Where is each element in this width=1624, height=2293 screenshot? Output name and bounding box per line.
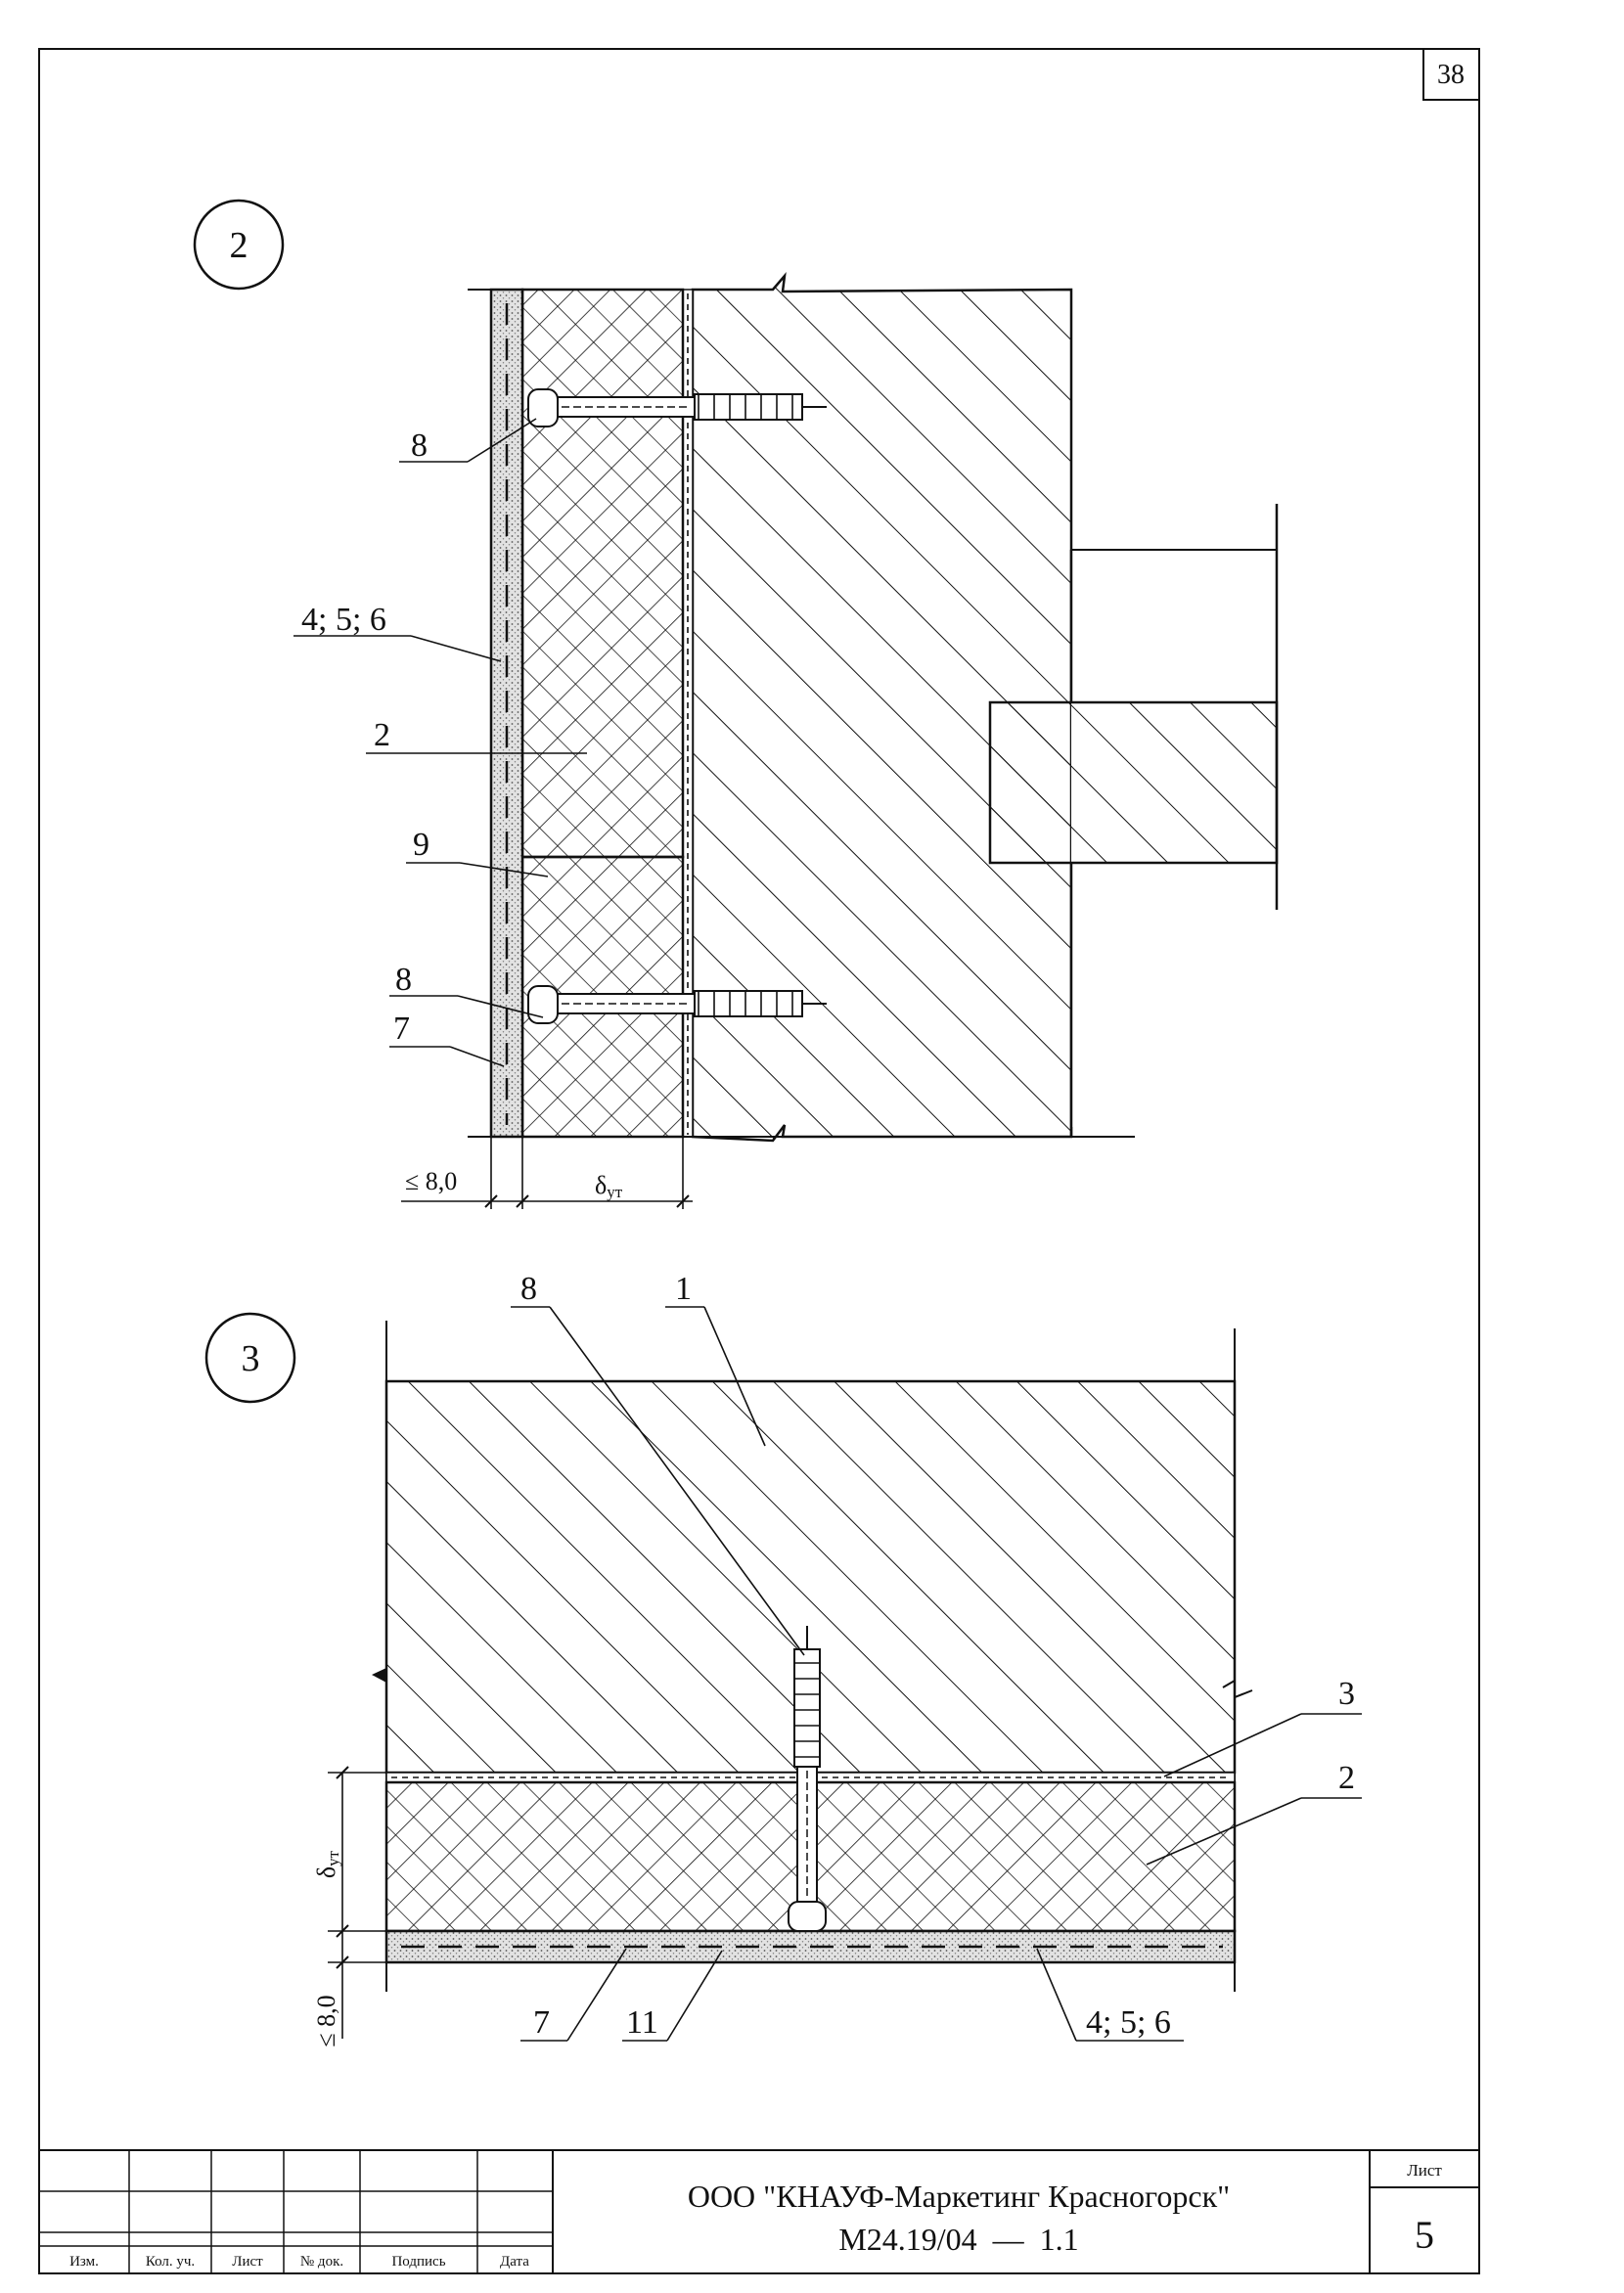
svg-text:3: 3: [1338, 1676, 1355, 1712]
svg-text:4; 5; 6: 4; 5; 6: [1086, 2004, 1171, 2041]
col-izm: Изм.: [69, 2254, 99, 2270]
sheet-value: 5: [1415, 2213, 1434, 2257]
dimension-insulation-thickness-3: δут: [312, 1850, 342, 1878]
callout-3-3: 3: [1163, 1676, 1362, 1777]
svg-text:7: 7: [393, 1011, 410, 1047]
svg-text:8: 8: [520, 1271, 537, 1307]
svg-text:11: 11: [626, 2004, 658, 2041]
col-podpis: Подпись: [391, 2254, 445, 2270]
svg-text:8: 8: [395, 962, 412, 998]
svg-text:8: 8: [411, 427, 428, 464]
title-block: Изм. Кол. уч. Лист № док. Подпись Дата О…: [39, 2149, 1479, 2273]
svg-text:2: 2: [1338, 1760, 1355, 1796]
callout-3-1: 1: [665, 1271, 766, 1447]
callout-2-8-top: 8: [399, 418, 537, 464]
callout-2-7: 7: [389, 1011, 505, 1067]
svg-text:2: 2: [374, 717, 390, 753]
svg-text:7: 7: [533, 2004, 550, 2041]
anchor-dowel-bottom: [527, 985, 827, 1024]
detail-3-marker-circle: [204, 1312, 296, 1404]
floor-slab: [988, 700, 1279, 865]
sheet-number-box: 38: [1422, 48, 1480, 101]
callout-3-2: 2: [1146, 1760, 1362, 1866]
detail-3-marker: 3: [242, 1338, 260, 1379]
anchor-dowel-top: [527, 388, 827, 427]
detail-3: 3 8: [204, 1271, 1362, 2047]
svg-text:9: 9: [413, 827, 429, 863]
dimension-detail-3: δут ≤ 8,0: [312, 1766, 386, 2047]
callout-2-2: 2: [366, 717, 587, 754]
col-list: Лист: [232, 2254, 263, 2270]
detail-2: 2: [193, 199, 1279, 1209]
revision-grid: Изм. Кол. уч. Лист № док. Подпись Дата: [39, 2150, 553, 2273]
dimension-insulation-thickness: δут: [595, 1171, 623, 1201]
document-code: М24.19/04 — 1.1: [838, 2222, 1078, 2257]
insulation-board-upper: [520, 288, 685, 859]
callout-3-8: 8: [511, 1271, 805, 1656]
dimension-adhesive-limit: ≤ 8,0: [405, 1167, 457, 1195]
callout-2-456: 4; 5; 6: [293, 602, 502, 662]
anchor-dowel-vertical: [788, 1626, 827, 1932]
organization-name: ООО "КНАУФ-Маркетинг Красногорск": [688, 2179, 1230, 2214]
callout-2-8-bottom: 8: [389, 962, 544, 1018]
col-n-dok: № док.: [300, 2254, 343, 2270]
detail-2-marker: 2: [230, 225, 248, 266]
dimension-adhesive-limit-3: ≤ 8,0: [312, 1995, 340, 2046]
callout-3-11: 11: [622, 1950, 723, 2042]
sheet-label: Лист: [1407, 2161, 1442, 2180]
dimension-detail-2: ≤ 8,0 δут: [401, 1137, 693, 1209]
svg-text:1: 1: [675, 1271, 692, 1307]
callout-3-7: 7: [520, 1948, 627, 2042]
drawing-frame: [38, 48, 1480, 2274]
sheet-number: 38: [1437, 60, 1465, 90]
callout-2-9: 9: [406, 827, 549, 877]
col-data: Дата: [500, 2254, 529, 2270]
callout-3-456: 4; 5; 6: [1036, 1948, 1184, 2042]
svg-text:4; 5; 6: 4; 5; 6: [301, 602, 386, 638]
col-kol-uch: Кол. уч.: [146, 2254, 195, 2270]
detail-2-marker-circle: [193, 199, 285, 291]
